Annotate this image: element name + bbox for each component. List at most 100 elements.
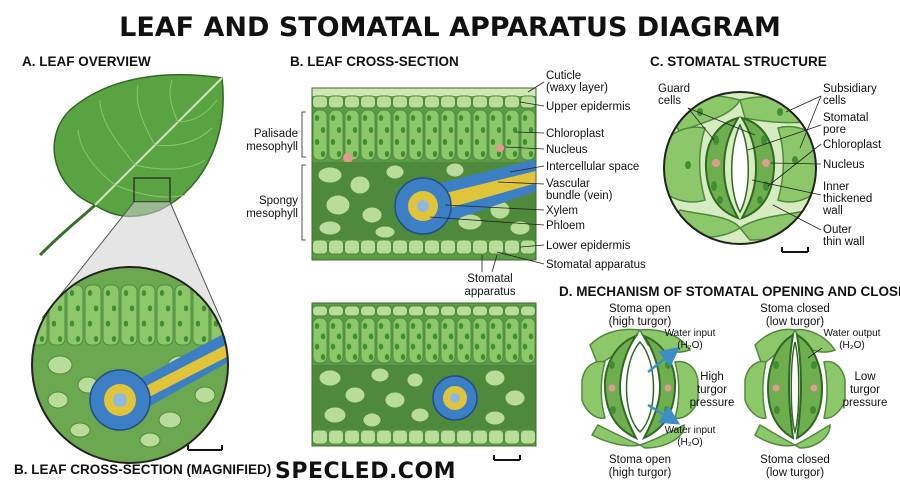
- label-stomatal-nucleus: Nucleus: [823, 159, 865, 171]
- lower-epidermis-cell: [472, 239, 488, 255]
- label-lower-epidermis: Lower epidermis: [546, 240, 631, 252]
- spongy-cell: [374, 225, 396, 239]
- lower-epidermis-cell: [392, 429, 408, 445]
- vein-bundle: [394, 159, 536, 235]
- cross-section-bottom: [312, 303, 536, 446]
- label-spongy: Spongy: [259, 195, 298, 207]
- lower-epidermis-cell: [360, 429, 376, 445]
- label-cuticle: Cuticle: [546, 70, 581, 82]
- label-stomatal-apparatus: Stomatal apparatus: [546, 259, 646, 271]
- lower-epidermis-cell: [408, 239, 424, 255]
- section-c-heading: C. STOMATAL STRUCTURE: [650, 54, 827, 69]
- upper-epidermis-cell: [408, 305, 424, 317]
- upper-epidermis-cell: [312, 95, 328, 109]
- label-stomatal-pore: Stomatal: [823, 112, 868, 124]
- label-guard-cells: Guard: [658, 83, 690, 95]
- magnified-palisade-cell: [156, 284, 174, 346]
- label-closed-bottom: Stoma closed: [760, 454, 830, 466]
- palisade-cell: [408, 317, 424, 364]
- palisade-cell: [392, 109, 408, 161]
- upper-epidermis-cell: [440, 305, 456, 317]
- spongy-cell: [318, 220, 342, 236]
- upper-epidermis-cell: [312, 305, 328, 317]
- lower-epidermis-cell: [344, 239, 360, 255]
- upper-epidermis-cell: [328, 95, 344, 109]
- stoma-closed-illustration: [744, 328, 846, 449]
- magnified-palisade-cell: [174, 284, 192, 346]
- label-stomatal-under-2: apparatus: [464, 286, 515, 298]
- spongy-cell: [318, 369, 342, 387]
- label-inner-wall-2: thickened: [823, 193, 872, 205]
- upper-epidermis-cell: [408, 95, 424, 109]
- spongy-cell: [370, 367, 390, 383]
- spongy-cell: [361, 206, 383, 224]
- magnified-cross-section: [31, 266, 229, 464]
- cross-section-label-group: Cuticle (waxy layer) Upper epidermis Chl…: [429, 70, 646, 298]
- palisade-cell: [424, 317, 440, 364]
- lower-epidermis-cell: [376, 239, 392, 255]
- palisade-cell: [344, 317, 360, 364]
- upper-epidermis-cell: [504, 305, 520, 317]
- label-nucleus: Nucleus: [546, 144, 588, 156]
- label-vascular-sub: bundle (vein): [546, 190, 613, 202]
- label-vascular: Vascular: [546, 178, 590, 190]
- palisade-cell: [376, 317, 392, 364]
- palisade-cell: [520, 109, 536, 161]
- palisade-cell: [328, 109, 344, 161]
- spongy-cell: [317, 166, 343, 184]
- lower-epidermis-cell: [488, 239, 504, 255]
- upper-epidermis-cell: [344, 95, 360, 109]
- spongy-cell: [509, 220, 531, 236]
- label-open-top-2: (high turgor): [609, 316, 672, 328]
- upper-epidermis-cell: [376, 305, 392, 317]
- lower-epidermis-cell: [424, 429, 440, 445]
- lower-epidermis-cell: [312, 429, 328, 445]
- lower-epidermis-cell: [376, 429, 392, 445]
- upper-epidermis-cell: [456, 305, 472, 317]
- label-open-top: Stoma open: [609, 303, 671, 315]
- lower-epidermis-cell: [440, 239, 456, 255]
- upper-epidermis-cell: [328, 305, 344, 317]
- palisade-cell: [488, 317, 504, 364]
- upper-epidermis-cell: [488, 305, 504, 317]
- label-stomatal-under-1: Stomatal: [467, 273, 512, 285]
- palisade-cell: [520, 317, 536, 364]
- upper-epidermis-cell: [520, 305, 536, 317]
- lower-epidermis-cell: [344, 429, 360, 445]
- spongy-cell: [344, 386, 366, 404]
- lower-epidermis-cell: [424, 239, 440, 255]
- section-d-heading: D. MECHANISM OF STOMATAL OPENING AND CLO…: [559, 284, 900, 299]
- palisade-cell: [456, 317, 472, 364]
- magnified-spongy-cell: [47, 355, 73, 375]
- palisade-cell: [456, 109, 472, 161]
- spongy-cell: [484, 410, 506, 426]
- palisade-cell: [408, 109, 424, 161]
- label-inner-wall: Inner: [823, 181, 849, 193]
- magnified-palisade-cell: [66, 284, 84, 346]
- lower-epidermis-cell: [312, 239, 328, 255]
- spongy-cell: [504, 389, 526, 407]
- label-upper-epidermis: Upper epidermis: [546, 101, 631, 113]
- palisade-cell: [328, 317, 344, 364]
- upper-epidermis-cell: [472, 305, 488, 317]
- magnified-spongy-cell: [194, 386, 216, 404]
- stomatal-label-group: Guard cells Subsidiary cells Stomatal po…: [658, 83, 882, 248]
- label-low-turgor: Low: [854, 371, 876, 383]
- label-phloem: Phloem: [546, 220, 585, 232]
- palisade-cell: [360, 109, 376, 161]
- spongy-cell: [445, 162, 465, 178]
- magnified-palisade-cell: [102, 284, 120, 346]
- upper-epidermis-cell: [424, 305, 440, 317]
- upper-epidermis-cell: [376, 95, 392, 109]
- magnified-palisade-cell: [120, 284, 138, 346]
- upper-epidermis-cell: [472, 95, 488, 109]
- magnified-vein: [89, 325, 228, 431]
- stomatal-pore: [731, 123, 749, 214]
- label-low-turgor-3: pressure: [843, 397, 888, 409]
- label-stomatal-pore-2: pore: [823, 124, 846, 136]
- lower-epidermis-cell: [456, 239, 472, 255]
- leaf-illustration: [38, 73, 224, 257]
- spongy-cell: [325, 194, 351, 216]
- label-open-bottom: Stoma open: [609, 454, 671, 466]
